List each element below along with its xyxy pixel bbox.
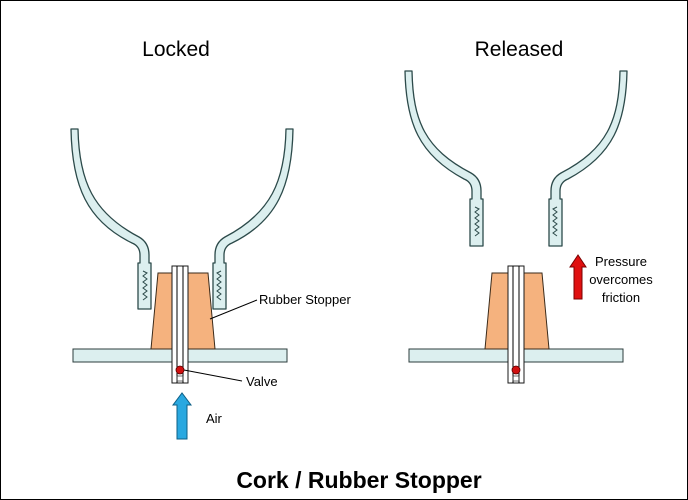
pressure-label-line-2: overcomes (589, 272, 653, 287)
rubber-stopper-label: Rubber Stopper (259, 292, 351, 307)
locked-valve-tube (171, 265, 189, 384)
valve-label: Valve (246, 374, 278, 389)
locked-valve-spring (176, 375, 184, 382)
locked-title: Locked (142, 38, 210, 61)
pressure-arrow-icon (569, 254, 587, 300)
locked-thread-left (142, 270, 148, 301)
released-flask-right (548, 70, 628, 247)
rubber-stopper-leader (209, 299, 258, 320)
released-panel: Released Pressure overcomes friction (404, 38, 653, 384)
released-title: Released (475, 38, 564, 61)
valve-leader (183, 369, 243, 382)
released-thread-right (552, 206, 558, 237)
released-valve-spring (512, 375, 520, 382)
diagram-title: Cork / Rubber Stopper (236, 467, 481, 493)
locked-valve-ball (175, 365, 185, 375)
locked-flask-right (212, 128, 294, 310)
released-valve-ball (511, 365, 521, 375)
air-label: Air (206, 411, 223, 426)
locked-flask-left (70, 128, 152, 310)
released-valve-tube (507, 265, 525, 384)
pressure-label-line-1: Pressure (595, 254, 647, 269)
locked-thread-right (216, 270, 222, 301)
air-arrow-icon (172, 392, 192, 440)
released-flask-left (404, 70, 484, 247)
pressure-label-line-3: friction (602, 290, 640, 305)
released-thread-left (474, 206, 480, 237)
locked-panel: Locked Rubber Stopper Valve Air (70, 38, 351, 440)
